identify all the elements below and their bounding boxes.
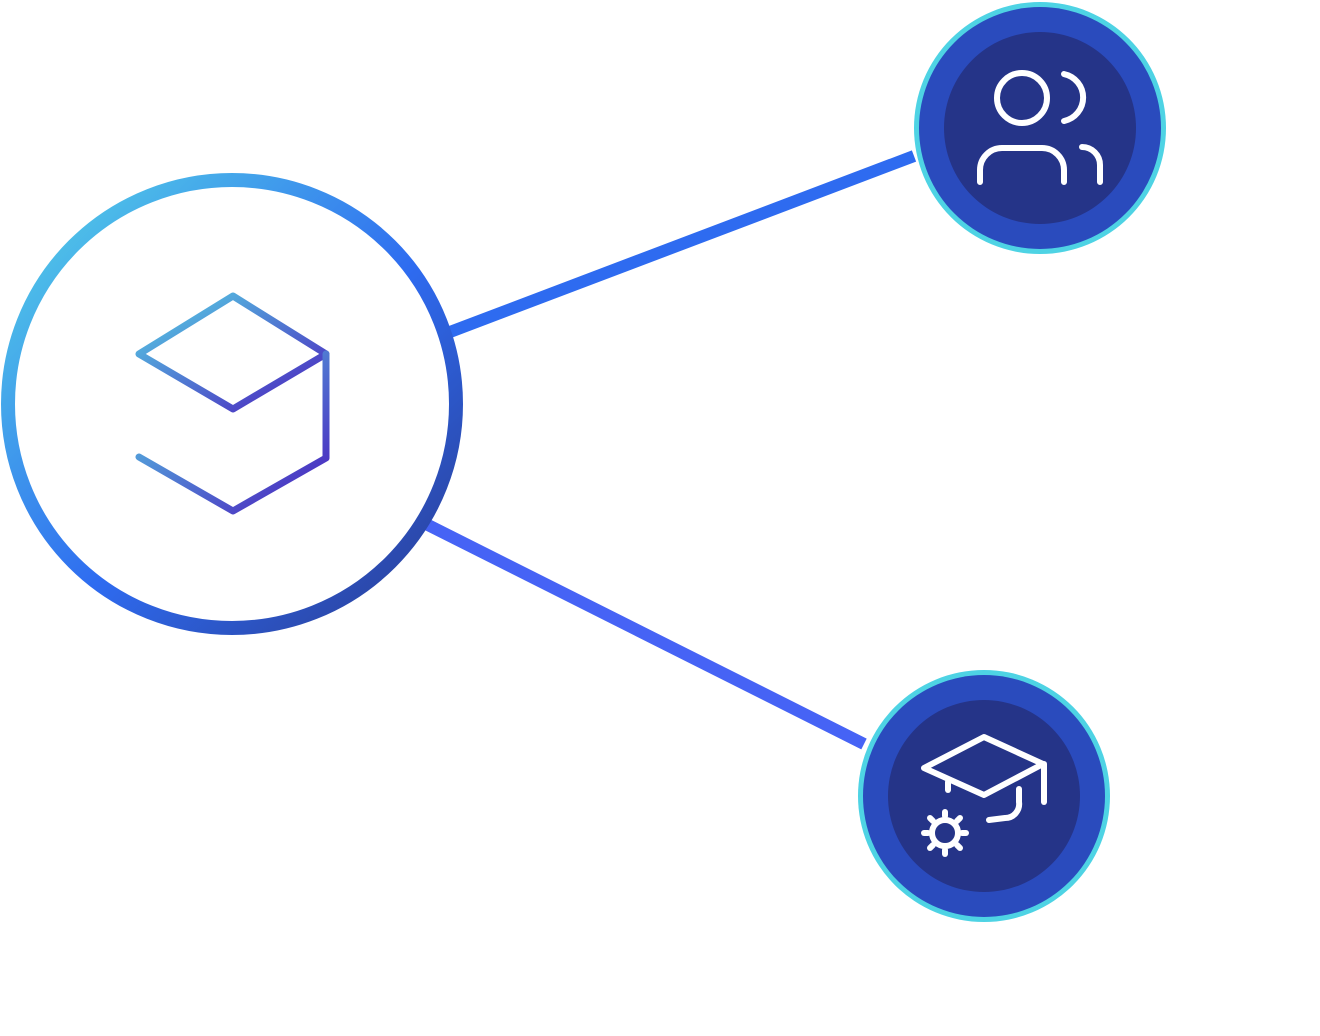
connector-hub-users [447,150,917,338]
hub-ring [1,173,463,635]
users-node-inner [944,32,1136,224]
users-node[interactable] [914,2,1166,254]
graduation-cap-gear-icon [921,734,1047,857]
training-node[interactable] [858,670,1110,922]
connectors [423,150,917,750]
cube-icon [135,292,330,515]
connector-hub-training [423,518,867,750]
hub-node [1,173,463,635]
users-icon [977,70,1103,185]
